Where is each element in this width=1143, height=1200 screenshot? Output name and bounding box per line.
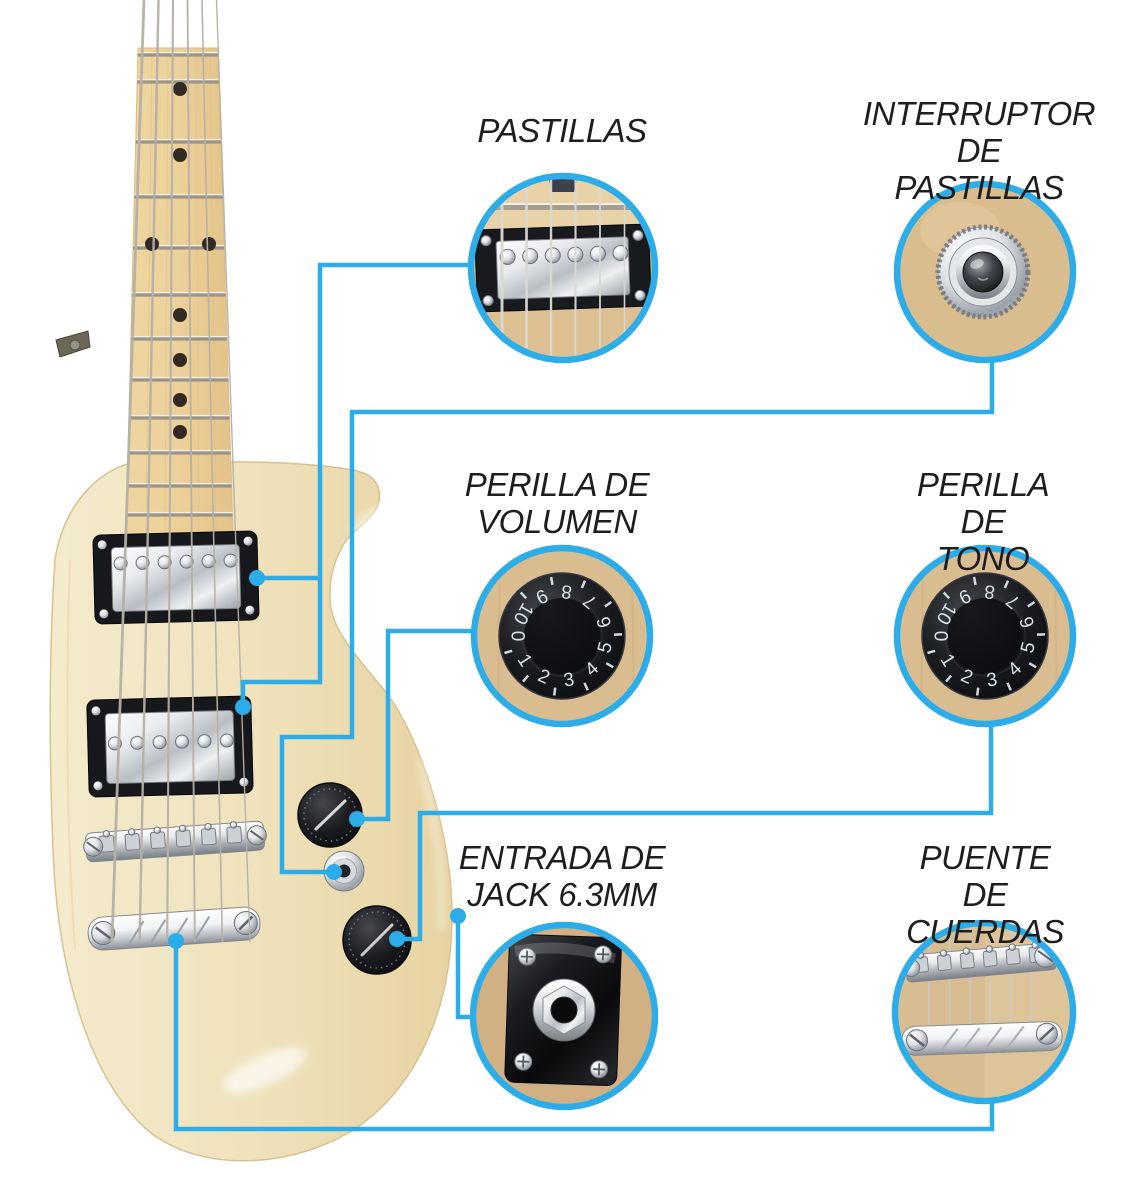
jack-callout <box>469 921 659 1111</box>
tono-circle-border <box>893 544 1077 728</box>
svg-text:8: 8 <box>983 580 996 602</box>
interruptor-photo <box>900 187 1070 357</box>
fretboard-inlay-dots <box>145 82 216 439</box>
guitar-strings <box>110 0 251 943</box>
jack-anchor-dot <box>450 908 466 924</box>
puente-circle-border <box>891 919 1077 1105</box>
interruptor-callout <box>893 180 1077 364</box>
jack-circle-border <box>469 921 659 1111</box>
puente-callout <box>891 919 1077 1105</box>
pastillas-circle-border <box>467 172 659 364</box>
neck-pickup <box>92 530 260 625</box>
svg-text:0: 0 <box>930 631 951 642</box>
interruptor-circle-border <box>893 180 1077 364</box>
switch-anchor-dot <box>326 864 342 880</box>
tono-leader-line <box>397 724 994 942</box>
guitar-neck <box>125 47 234 536</box>
guitar-photo <box>49 0 453 1162</box>
volumen-circle-border <box>470 544 654 728</box>
puente-label: PUENTE DE CUERDAS <box>906 839 1064 950</box>
puente-leader-line <box>173 942 995 1132</box>
pastillas-callout <box>467 172 659 364</box>
volumen-label: PERILLA DE VOLUMEN <box>464 466 650 540</box>
interruptor-label: INTERRUPTOR DE PASTILLAS <box>862 95 1096 206</box>
svg-text:5: 5 <box>1017 640 1040 656</box>
volume-anchor-dot <box>349 811 365 827</box>
tailpiece-anchor-dot <box>168 933 184 949</box>
jack-photo <box>476 928 652 1104</box>
tono-label: PERILLA DE TONO <box>916 466 1050 577</box>
pastillas-label: PASTILLAS <box>477 112 647 149</box>
pickup-selector-switch <box>323 850 365 892</box>
bridge-pickup-anchor-dot <box>235 699 251 715</box>
svg-text:5: 5 <box>594 640 617 656</box>
bridge-pickup <box>86 695 254 798</box>
frets <box>126 51 233 517</box>
pastillas-leader-line <box>240 262 473 706</box>
interruptor-leader-line <box>279 361 995 875</box>
svg-text:8: 8 <box>560 580 573 602</box>
svg-text:0: 0 <box>507 631 528 642</box>
svg-text:3: 3 <box>985 669 999 691</box>
tailpiece <box>87 906 261 951</box>
leader-lines <box>168 262 995 1132</box>
svg-text:3: 3 <box>562 669 576 691</box>
tone-anchor-dot <box>389 931 405 947</box>
jack-label: ENTRADA DE JACK 6.3MM <box>458 839 666 913</box>
jack-leader-line <box>455 917 472 1020</box>
neck-pickup-anchor-dot <box>249 570 265 586</box>
strap-button <box>55 330 91 358</box>
pastillas-photo <box>474 179 652 357</box>
volumen-leader-line <box>357 628 473 822</box>
puente-photo <box>898 926 1070 1098</box>
